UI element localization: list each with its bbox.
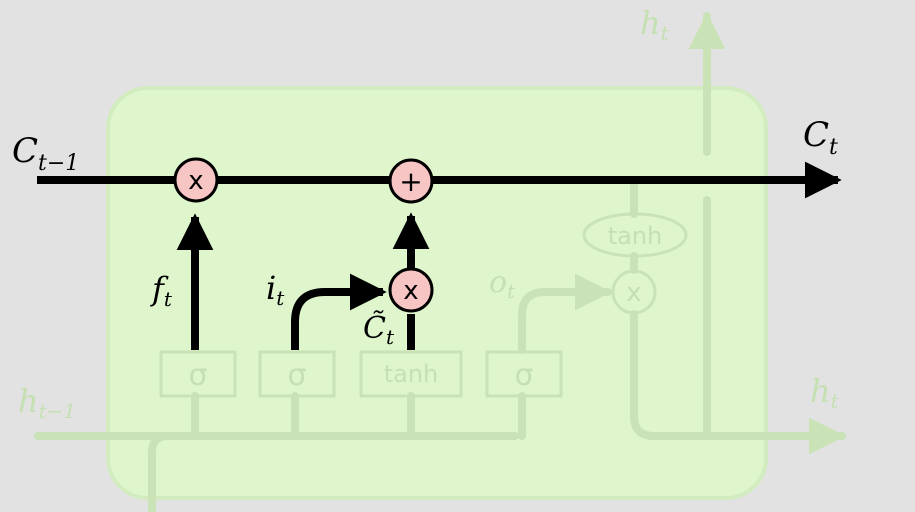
input-multiply-label: x <box>403 276 418 306</box>
sigma-output-label: σ <box>514 358 533 393</box>
cell-add-op <box>388 158 434 204</box>
cell-tanh-op <box>582 212 688 258</box>
hidden-state-path <box>34 12 846 512</box>
output-multiply-label: x <box>626 278 641 308</box>
forget-multiply-op <box>173 157 219 203</box>
tanh-candidate-label: tanh <box>384 360 439 388</box>
h-out-top-label: ht <box>640 4 670 45</box>
input-multiply-op <box>388 267 434 313</box>
sigma-input-box <box>258 350 336 398</box>
active-paths <box>37 161 842 350</box>
c-prev-label: Ct−1 <box>12 131 79 176</box>
sigma-output-box <box>485 350 563 398</box>
cell-add-label: + <box>399 165 422 198</box>
sigma-forget-box <box>159 350 237 398</box>
sigma-input-label: σ <box>287 358 306 393</box>
h-out-right-label: ht <box>810 372 840 413</box>
input-gate-line <box>291 273 387 350</box>
h-prev-down-line <box>148 432 172 512</box>
c-out-label: Ct <box>803 115 838 160</box>
candidate-label: C̃t <box>363 311 395 349</box>
output-gate-to-mult-line <box>518 273 612 354</box>
mult-to-ht-line <box>630 310 846 455</box>
forget-multiply-label: x <box>188 166 203 196</box>
cell-tanh-label: tanh <box>608 222 663 250</box>
input-gate-label: it <box>266 269 285 310</box>
h-prev-label: ht−1 <box>18 382 76 423</box>
sigma-forget-label: σ <box>188 358 207 393</box>
tanh-candidate-box <box>359 350 463 398</box>
output-multiply-op <box>611 269 657 315</box>
layer-boxes: σ σ tanh σ <box>159 350 563 398</box>
output-gate-label: ot <box>489 265 516 303</box>
